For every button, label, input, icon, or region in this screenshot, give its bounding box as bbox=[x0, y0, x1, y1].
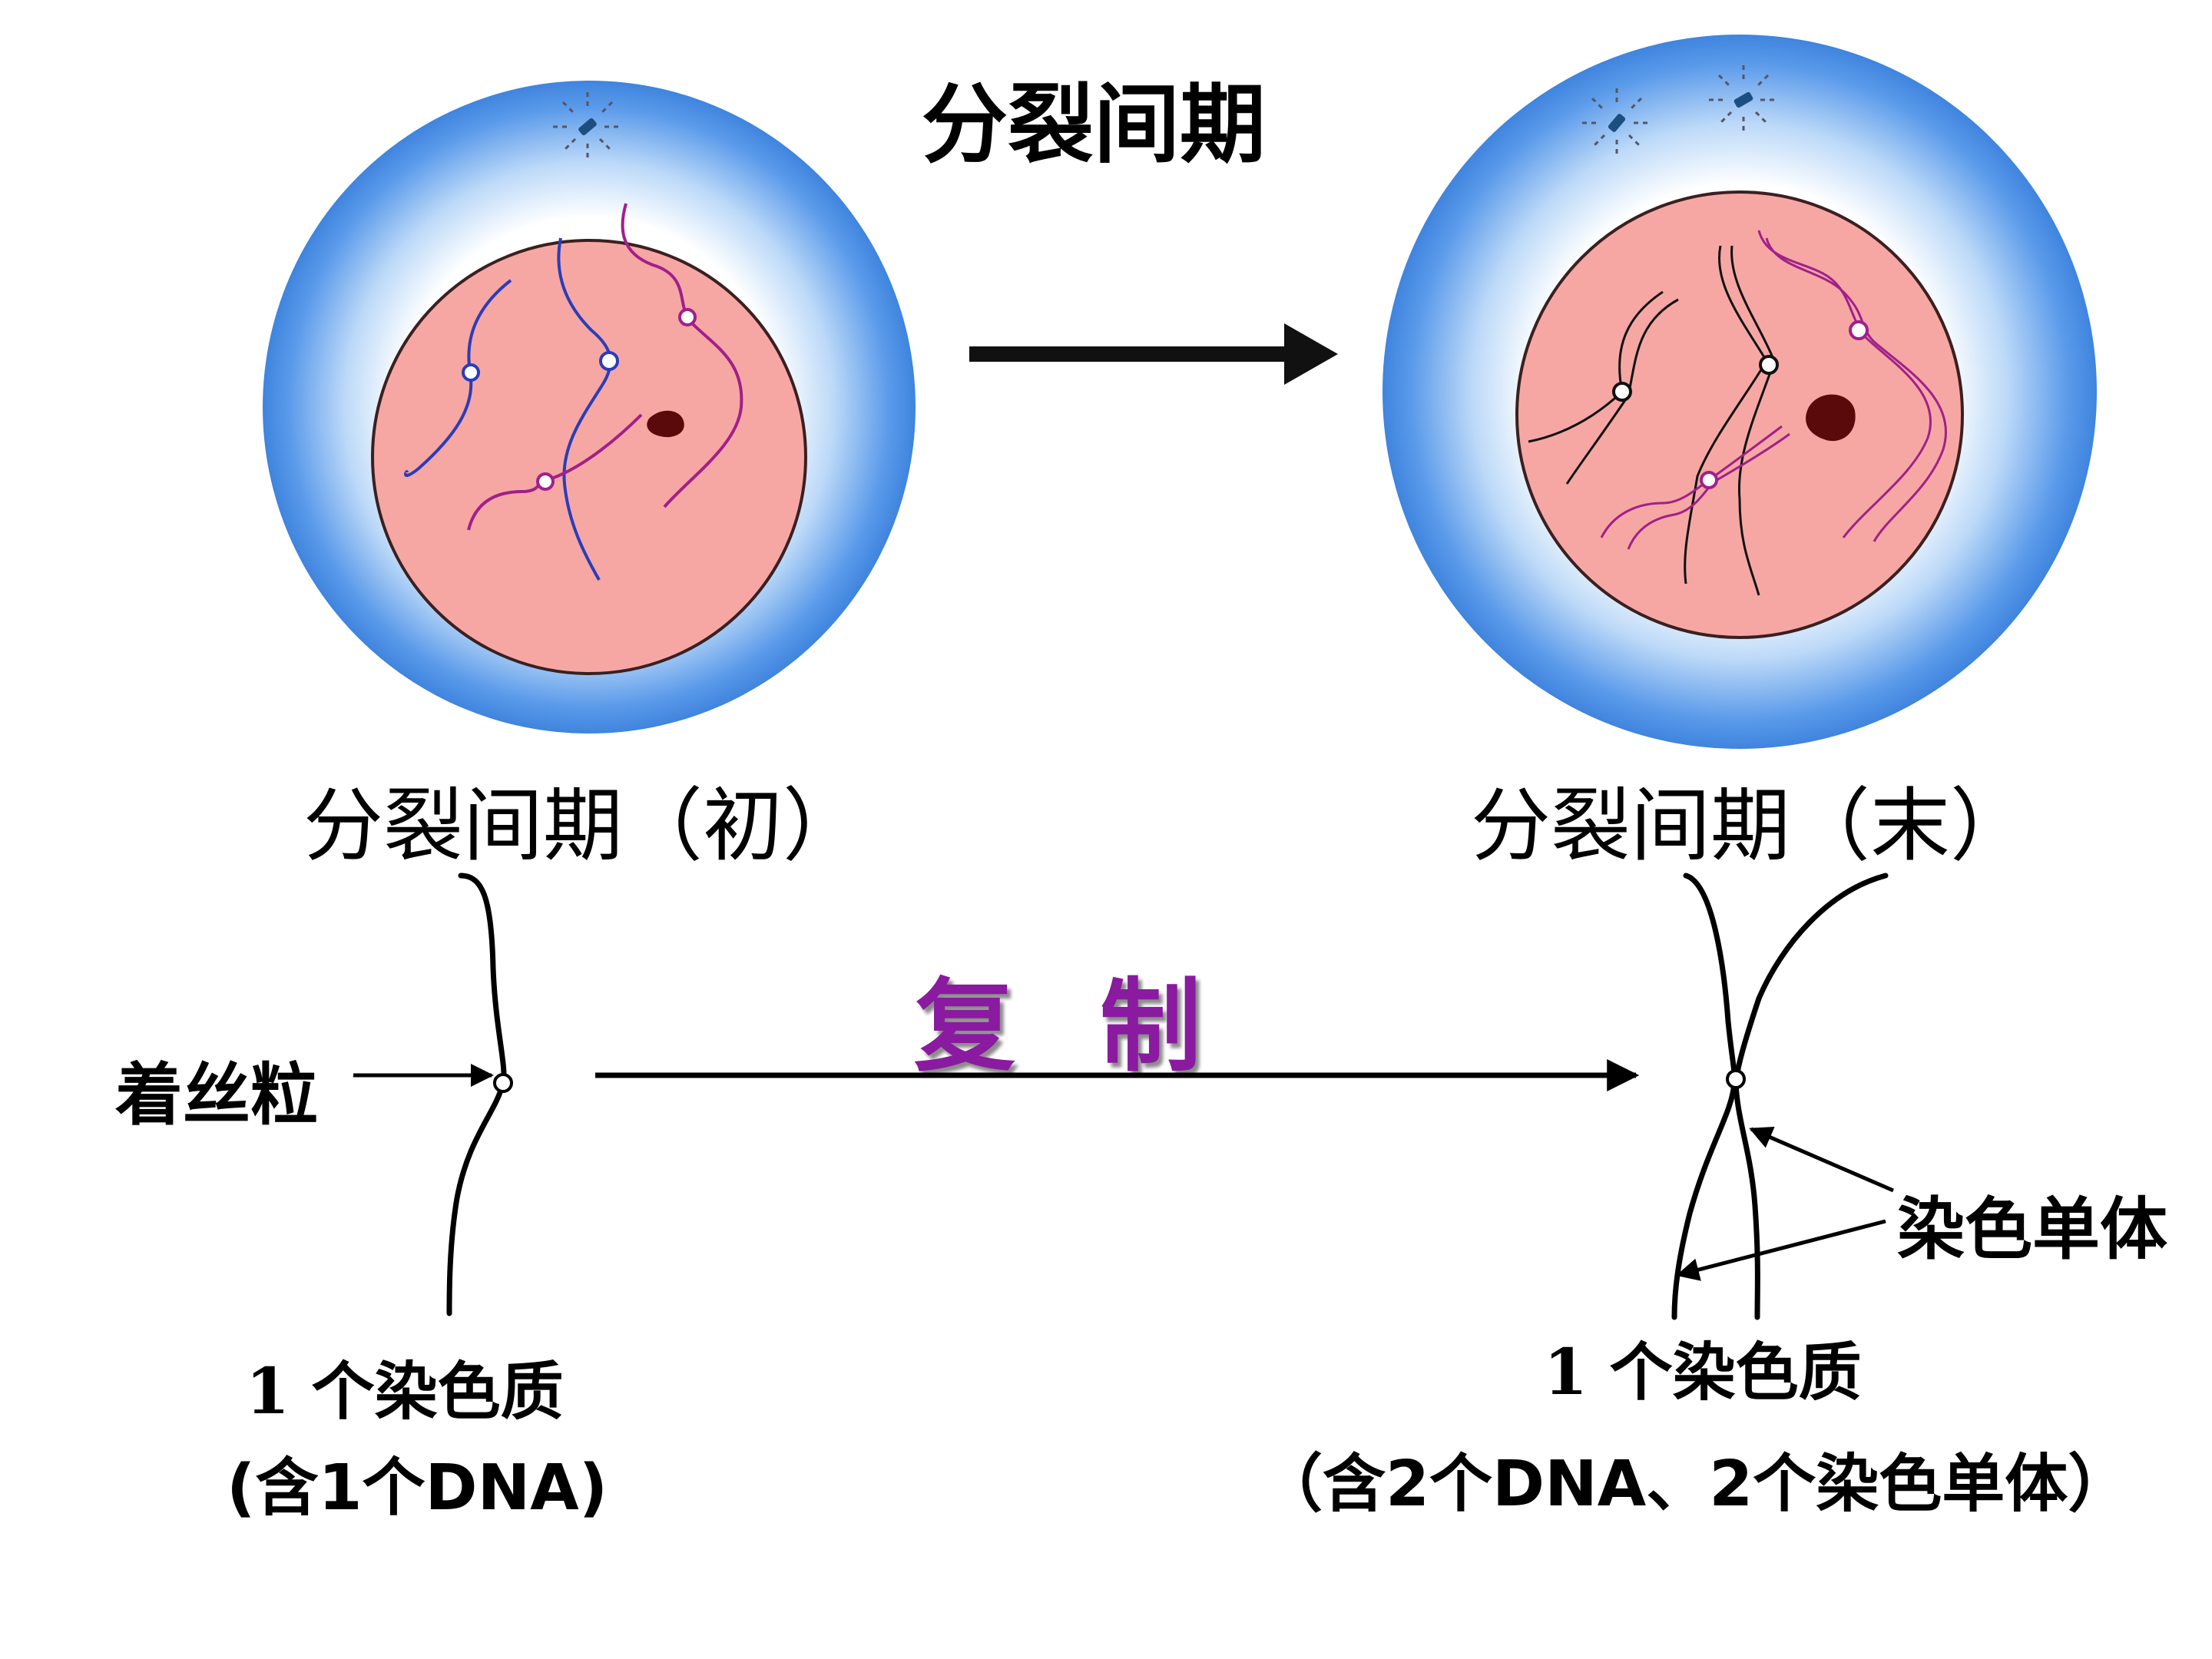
late-interphase-cell bbox=[1382, 35, 2097, 749]
centromere-dots bbox=[1612, 320, 1869, 489]
single-chromatin bbox=[446, 873, 507, 1316]
centrosome-icon bbox=[1582, 88, 1651, 157]
diagram-title: 分裂间期 bbox=[922, 75, 1266, 175]
chromatid-pointer-upper bbox=[1749, 1126, 1894, 1193]
centromere-dot-right bbox=[1726, 1069, 1746, 1089]
nucleolus bbox=[1806, 394, 1856, 442]
early-stage-label: 分裂间期（初） bbox=[303, 779, 863, 873]
chromatid-label: 染色单体 bbox=[1897, 1190, 2168, 1269]
progression-arrow bbox=[969, 323, 1338, 385]
early-interphase-cell bbox=[263, 81, 916, 733]
replication-label: 复制 bbox=[914, 968, 1286, 1086]
centromere-dots bbox=[462, 308, 697, 491]
right-caption-line2: （含2个DNA、2个染色单体） bbox=[1260, 1448, 2131, 1521]
nucleus bbox=[1515, 190, 1964, 639]
nucleolus bbox=[647, 410, 684, 438]
left-caption-line2: (含1个DNA) bbox=[227, 1452, 608, 1525]
late-stage-label: 分裂间期（末） bbox=[1471, 779, 2031, 873]
right-caption-line1: 1 个染色质 bbox=[1544, 1336, 1862, 1409]
centromere-dot-left bbox=[493, 1073, 513, 1093]
centromere-label: 着丝粒 bbox=[115, 1055, 319, 1134]
centrosome-icon bbox=[1709, 65, 1778, 134]
centrosome-icon bbox=[553, 92, 622, 161]
chromatid-pointer-lower bbox=[1676, 1219, 1886, 1281]
left-caption-line1: 1 个染色质 bbox=[246, 1355, 564, 1429]
duplicated-chromatin bbox=[1671, 873, 1889, 1320]
